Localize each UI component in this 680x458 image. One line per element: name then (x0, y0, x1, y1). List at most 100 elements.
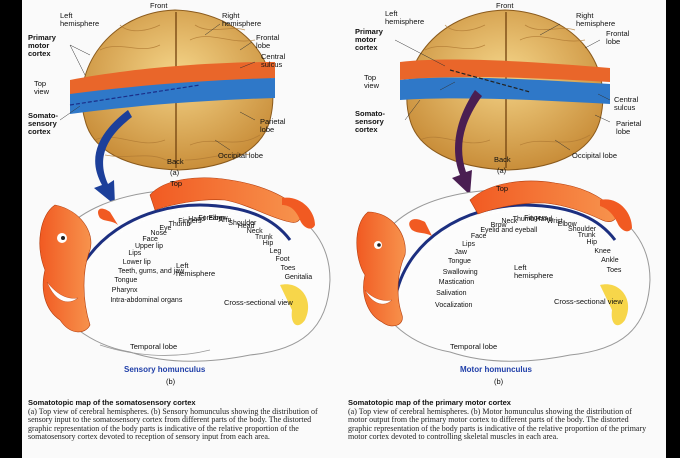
right-label-parietal-lobe: Parietal lobe (616, 119, 642, 136)
right-label-somatosensory: Somato- sensory cortex (355, 109, 385, 134)
left-label-panel-a: (a) (170, 168, 180, 177)
right-label-top: Top (496, 184, 509, 193)
right-homunculus-title: Motor homunculus (460, 365, 532, 374)
left-label-occipital: Occipital lobe (218, 151, 264, 160)
left-label-hemisphere-b: Left hemisphere (176, 261, 216, 278)
left-motor-band (70, 62, 275, 96)
left-label-frontal-lobe: Frontal lobe (256, 33, 280, 50)
left-part-pharynx: Pharynx (111, 287, 138, 295)
right-part-knee: Knee (594, 247, 611, 255)
right-label-central-sulcus: Central sulcus (614, 95, 639, 112)
left-part-foot: Foot (275, 256, 290, 264)
right-part-hip: Hip (586, 239, 598, 247)
left-part-eye: Eye (159, 224, 172, 232)
right-part-tongue: Tongue (447, 258, 471, 266)
left-part-lower-lip: Lower lip (122, 258, 151, 266)
right-part-eyelid-and-eyeball: Eyelid and eyeball (480, 226, 538, 234)
left-label-right-hemisphere: Right hemisphere (222, 11, 262, 28)
left-label-somatosensory: Somato- sensory cortex (28, 111, 58, 136)
left-part-face: Face (142, 235, 158, 243)
right-part-toes: Toes (606, 266, 622, 274)
right-caption-title: Somatotopic map of the primary motor cor… (348, 398, 511, 407)
left-label-primary-motor: Primary motor cortex (28, 33, 56, 58)
right-part-trunk: Trunk (577, 232, 596, 240)
right-caption-text: (a) Top view of cerebral hemispheres. (b… (348, 406, 647, 442)
right-label-panel-a: (a) (497, 166, 507, 175)
left-label-top: Top (170, 179, 183, 188)
right-label-front: Front (496, 1, 514, 10)
right-label-cross-section: Cross-sectional view (554, 297, 623, 306)
left-part-forearm: Forearm (198, 215, 225, 222)
left-part-upper-lip: Upper lip (134, 242, 163, 250)
left-label-temporal: Temporal lobe (130, 342, 178, 351)
left-caption-title: Somatotopic map of the somatosensory cor… (28, 398, 196, 407)
left-part-arm: Arm (218, 216, 232, 224)
right-label-temporal: Temporal lobe (450, 342, 498, 351)
left-homunculus-title: Sensory homunculus (124, 365, 206, 374)
right-part-swallowing: Swallowing (442, 268, 478, 276)
left-label-top-view: Top view (34, 79, 50, 96)
right-label-occipital: Occipital lobe (572, 151, 618, 160)
left-brain-top-view (59, 9, 275, 205)
right-part-brow: Brow (490, 221, 507, 229)
left-part-elbow: Elbow (208, 215, 228, 223)
right-part-vocalization: Vocalization (435, 301, 473, 309)
left-part-teeth-gums-and-jaw: Teeth, gums, and jaw (118, 267, 185, 275)
left-cross-section (47, 188, 331, 362)
right-label-back: Back (494, 155, 511, 164)
right-part-fingers: Fingers (524, 215, 548, 222)
right-part-jaw: Jaw (454, 249, 467, 257)
left-label-parietal-lobe: Parietal lobe (260, 117, 286, 134)
right-label-frontal-lobe: Frontal lobe (606, 29, 630, 46)
right-part-shoulder: Shoulder (568, 225, 597, 233)
left-sensory-band (70, 78, 275, 114)
right-homunculus (356, 180, 651, 362)
left-homunculus-face (39, 204, 92, 333)
left-part-trunk: Trunk (255, 233, 273, 241)
right-part-wrist: Wrist (546, 217, 563, 225)
right-part-thumb: Thumb (512, 215, 535, 223)
left-label-cross-section: Cross-sectional view (224, 298, 293, 307)
left-label-back: Back (167, 157, 184, 166)
left-part-leg: Leg (269, 247, 282, 255)
right-label-right-hemisphere: Right hemisphere (576, 11, 616, 28)
left-part-intra-abdominal-organs: Intra-abdominal organs (110, 297, 183, 305)
left-part-genitalia: Genitalia (284, 274, 313, 282)
right-sensory-band (400, 77, 610, 104)
left-part-nose: Nose (150, 229, 167, 237)
right-label-panel-b: (b) (494, 377, 504, 386)
right-part-lips: Lips (462, 240, 475, 248)
right-label-top-view: Top view (364, 73, 380, 90)
left-label-front: Front (150, 1, 168, 10)
right-part-face: Face (470, 233, 487, 241)
right-part-mastication: Mastication (438, 279, 475, 287)
left-label-central-sulcus: Central sulcus (261, 52, 286, 69)
right-part-salivation: Salivation (436, 290, 467, 298)
left-homunculus (39, 177, 331, 362)
left-part-head: Head (237, 223, 255, 231)
right-homunculus-body (469, 180, 617, 222)
left-part-hand: Hand (188, 215, 205, 223)
right-label-hemisphere-b: Left hemisphere (514, 263, 554, 280)
left-caption: Somatotopic map of the somatosensory cor… (28, 398, 333, 442)
left-part-fingers: Fingers (178, 217, 202, 225)
right-part-neck: Neck (501, 218, 518, 226)
right-motor-band (400, 59, 610, 82)
right-cross-section (371, 188, 651, 362)
left-part-tongue: Tongue (114, 277, 138, 285)
right-homunculus-face (356, 211, 406, 327)
right-part-ankle: Ankle (601, 256, 619, 264)
left-part-lips: Lips (128, 250, 142, 258)
left-part-shoulder: Shoulder (228, 219, 257, 227)
right-part-elbow: Elbow (557, 221, 577, 229)
right-brain-top-view (394, 9, 611, 195)
left-arrow (94, 110, 132, 205)
right-label-primary-motor: Primary motor cortex (355, 27, 383, 52)
right-label-left-hemisphere: Left hemisphere (385, 9, 425, 26)
left-part-neck: Neck (246, 228, 263, 236)
right-arrow (452, 90, 482, 195)
left-label-left-hemisphere: Left hemisphere (60, 11, 100, 28)
right-caption: Somatotopic map of the primary motor cor… (348, 398, 648, 442)
